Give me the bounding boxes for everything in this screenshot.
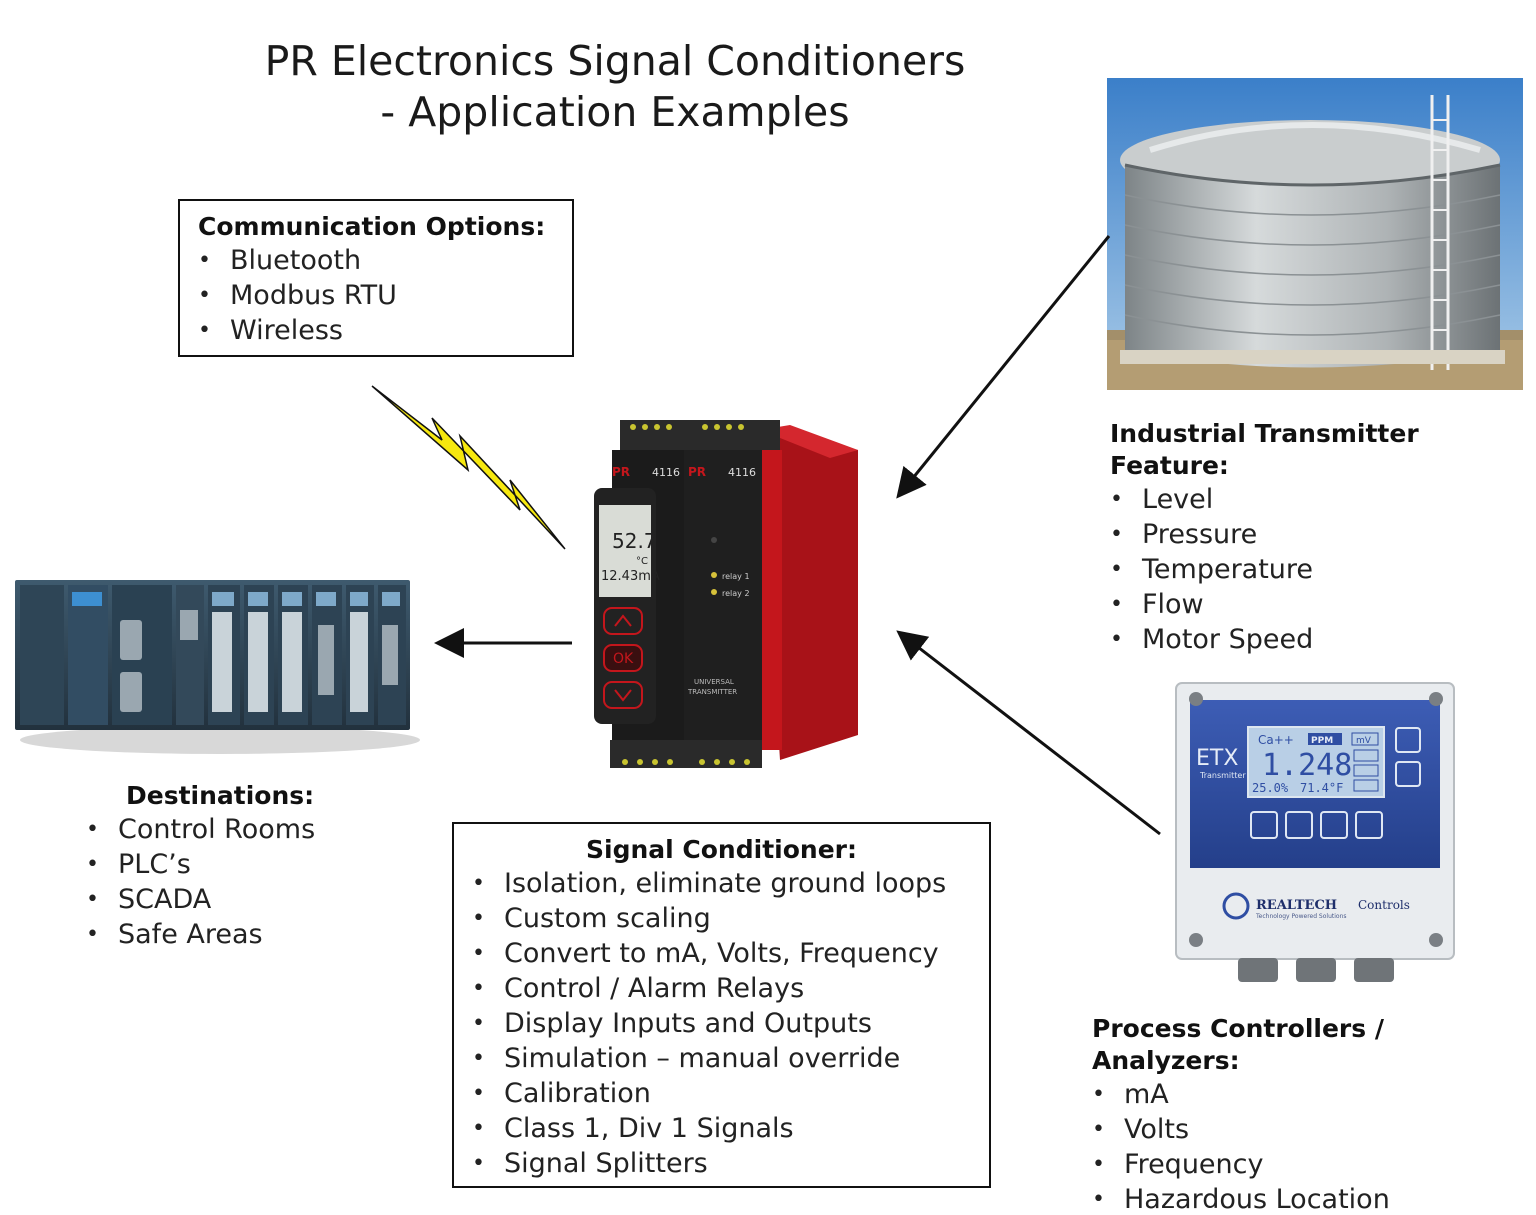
signal-conditioner-device: PR 4116 PR 4116 52.7 °C 12.43mA OK relay… — [594, 420, 858, 768]
arrow-analyzer-to-conditioner — [896, 630, 1161, 836]
list-item: Isolation, eliminate ground loops — [472, 866, 989, 901]
list-item: Class 1, Div 1 Signals — [472, 1111, 989, 1146]
destinations-block: Destinations: Control Rooms PLC’s SCADA … — [86, 780, 426, 952]
industrial-list: Level Pressure Temperature Flow Motor Sp… — [1110, 482, 1530, 657]
device-model-left: 4116 — [652, 466, 680, 479]
brand-name: REALTECH — [1256, 898, 1337, 913]
industrial-transmitter-block: Industrial Transmitter Feature: Level Pr… — [1110, 418, 1530, 657]
list-item: Signal Splitters — [472, 1146, 989, 1181]
etx-label: ETX — [1196, 746, 1238, 771]
list-item: Pressure — [1110, 517, 1530, 552]
list-item: Calibration — [472, 1076, 989, 1111]
signal-list: Isolation, eliminate ground loops Custom… — [472, 866, 989, 1181]
title-line-1: PR Electronics Signal Conditioners — [264, 37, 966, 85]
panel-text-1: UNIVERSAL — [694, 678, 734, 686]
communication-list: Bluetooth Modbus RTU Wireless — [198, 243, 572, 348]
list-item: Display Inputs and Outputs — [472, 1006, 989, 1041]
display-ma: 12.43mA — [601, 569, 660, 584]
process-heading: Process Controllers / Analyzers: — [1092, 1014, 1384, 1075]
ion-label: Ca++ — [1258, 733, 1294, 747]
ppm-label: PPM — [1311, 736, 1333, 746]
list-item: Convert to mA, Volts, Frequency — [472, 936, 989, 971]
mv-label: mV — [1356, 736, 1372, 746]
list-item: Flow — [1110, 587, 1530, 622]
destinations-heading: Destinations: — [126, 781, 315, 810]
signal-heading: Signal Conditioner: — [586, 835, 857, 864]
display-value: 52.7 — [612, 529, 657, 553]
analyzer-reading: 1.248 — [1262, 748, 1352, 783]
communication-options-box: Communication Options: Bluetooth Modbus … — [178, 199, 574, 357]
relay-2-label: relay 2 — [722, 589, 750, 598]
relay-1-label: relay 1 — [722, 572, 750, 581]
list-item: Safe Areas — [86, 917, 426, 952]
list-item: Volts — [1092, 1112, 1532, 1147]
list-item: mA — [1092, 1077, 1532, 1112]
destinations-list: Control Rooms PLC’s SCADA Safe Areas — [86, 812, 426, 952]
list-item: Motor Speed — [1110, 622, 1530, 657]
list-item: Frequency — [1092, 1147, 1532, 1182]
etx-sub-label: Transmitter — [1199, 771, 1246, 780]
list-item: Modbus RTU — [198, 278, 572, 313]
process-controllers-block: Process Controllers / Analyzers: mA Volt… — [1092, 1013, 1532, 1215]
device-brand-right: PR — [688, 465, 706, 479]
list-item: Hazardous Location — [1092, 1182, 1532, 1215]
industrial-heading: Industrial Transmitter Feature: — [1110, 419, 1419, 480]
panel-text-2: TRANSMITTER — [687, 688, 737, 696]
etx-analyzer-device: ETX Transmitter Ca++ PPM mV 1.248 25.0% … — [1175, 682, 1455, 982]
brand-tagline: Technology Powered Solutions — [1255, 913, 1347, 920]
title-line-2: - Application Examples — [380, 88, 850, 136]
percent-label: 25.0% — [1252, 781, 1289, 795]
list-item: Custom scaling — [472, 901, 989, 936]
ok-label: OK — [613, 651, 634, 667]
brand-suffix: Controls — [1358, 898, 1410, 912]
list-item: Level — [1110, 482, 1530, 517]
list-item: SCADA — [86, 882, 426, 917]
list-item: Control Rooms — [86, 812, 426, 847]
list-item: Control / Alarm Relays — [472, 971, 989, 1006]
communication-heading: Communication Options: — [198, 212, 546, 241]
list-item: Wireless — [198, 313, 572, 348]
list-item: Simulation – manual override — [472, 1041, 989, 1076]
list-item: Temperature — [1110, 552, 1530, 587]
temp-label: 71.4°F — [1300, 781, 1343, 795]
page-title: PR Electronics Signal Conditioners - App… — [200, 36, 1030, 138]
device-brand-left: PR — [612, 465, 630, 479]
lightning-bolt-icon — [371, 385, 566, 550]
arrow-tank-to-conditioner — [896, 235, 1111, 499]
display-unit: °C — [636, 556, 648, 567]
process-list: mA Volts Frequency Hazardous Location — [1092, 1077, 1532, 1215]
storage-tank-image — [1107, 78, 1523, 390]
list-item: Bluetooth — [198, 243, 572, 278]
device-model-right: 4116 — [728, 466, 756, 479]
list-item: PLC’s — [86, 847, 426, 882]
signal-conditioner-box: Signal Conditioner: Isolation, eliminate… — [452, 822, 991, 1188]
plc-rack-image — [15, 580, 420, 754]
